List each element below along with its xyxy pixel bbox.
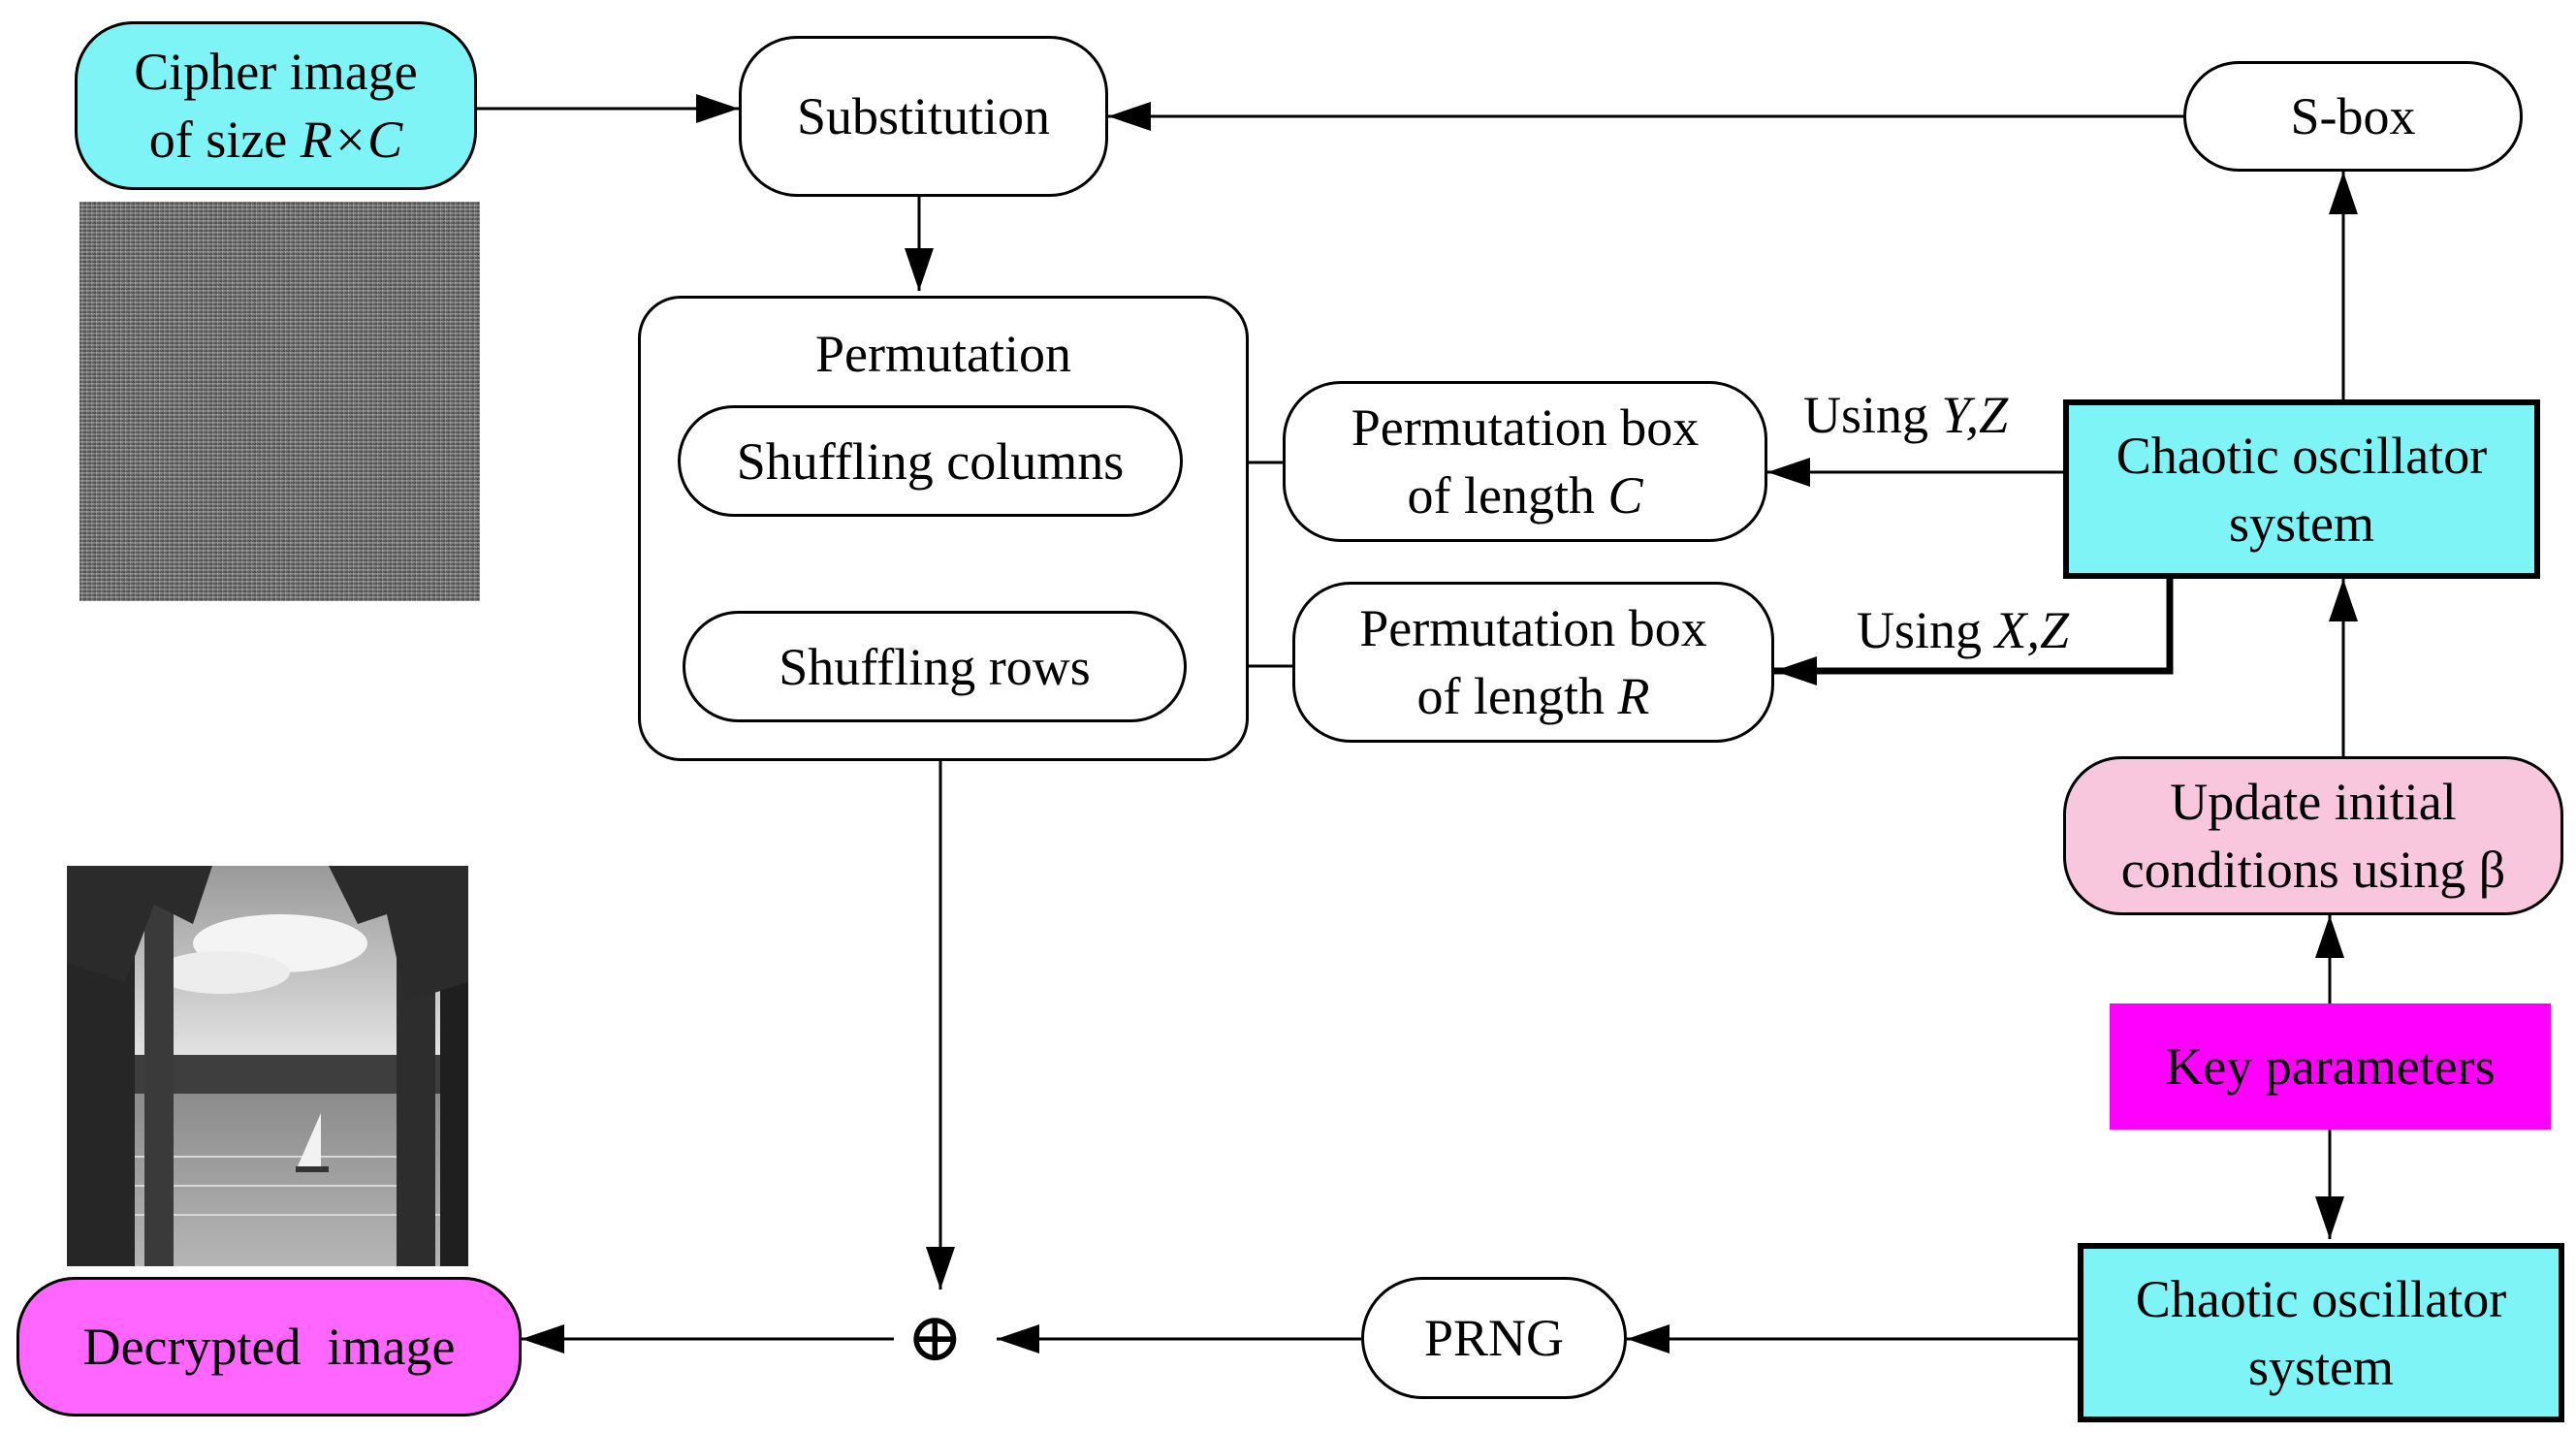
key-parameters-box: Key parameters (2110, 1003, 2551, 1130)
permutation-title: Permutation (815, 325, 1071, 383)
using-yz-label: Using Y,Z (1803, 386, 2009, 444)
cipher-noise-image (80, 202, 480, 601)
permutation-box-c-line1: Permutation box (1351, 398, 1700, 457)
update-line1: Update initial (2170, 773, 2457, 831)
decrypted-photo (67, 866, 468, 1266)
chaotic-oscillator-top: Chaotic oscillator system (2063, 399, 2540, 579)
permutation-box-r: Permutation box of length R (1292, 582, 1774, 743)
substitution-box: Substitution (739, 36, 1108, 197)
using-yz-vars: Y,Z (1941, 386, 2009, 444)
decrypted-photo-drawing (67, 866, 468, 1266)
update-initial-conditions-box: Update initial conditions using β (2063, 756, 2563, 915)
permutation-box-c-line2: of length C (1407, 466, 1643, 525)
prng-box: PRNG (1361, 1277, 1627, 1399)
sbox-box: S-box (2183, 61, 2523, 172)
cipher-image-line2: of size R×C (148, 111, 403, 169)
prng-label: PRNG (1423, 1309, 1565, 1367)
permutation-box-r-line2: of length R (1416, 667, 1650, 725)
permutation-box-c-var: C (1607, 466, 1643, 525)
shuffling-rows-box: Shuffling rows (683, 611, 1187, 722)
cipher-image-size-var: R×C (300, 111, 403, 169)
cipher-image-line1: Cipher image (134, 43, 418, 101)
decrypted-image-box: Decrypted image (16, 1277, 522, 1417)
key-parameters-label: Key parameters (2165, 1037, 2496, 1096)
substitution-label: Substitution (796, 87, 1051, 145)
xor-symbol: ⊕ (906, 1301, 964, 1376)
chaotic-oscillator-bottom: Chaotic oscillator system (2078, 1243, 2564, 1422)
permutation-box-c: Permutation box of length C (1283, 381, 1767, 542)
shuffling-columns-box: Shuffling columns (678, 405, 1183, 517)
chaotic-bottom-line1: Chaotic oscillator (2135, 1269, 2507, 1328)
sbox-label: S-box (2290, 87, 2416, 145)
using-xz-vars: X,Z (1994, 601, 2070, 659)
decrypted-image-label: Decrypted image (82, 1318, 456, 1376)
shuffling-rows-label: Shuffling rows (779, 637, 1091, 696)
cipher-image-box: Cipher image of size R×C (75, 21, 477, 190)
chaotic-top-line1: Chaotic oscillator (2115, 426, 2488, 485)
permutation-box-r-var: R (1617, 667, 1650, 725)
using-xz-label: Using X,Z (1857, 601, 2070, 659)
permutation-box-r-line1: Permutation box (1359, 599, 1707, 657)
arrow-chaotic-to-permbox-r (1774, 560, 2174, 685)
update-line2: conditions using β (2120, 841, 2506, 899)
chaotic-bottom-line2: system (2247, 1337, 2394, 1396)
chaotic-top-line2: system (2228, 494, 2374, 553)
shuffling-columns-label: Shuffling columns (736, 431, 1125, 491)
